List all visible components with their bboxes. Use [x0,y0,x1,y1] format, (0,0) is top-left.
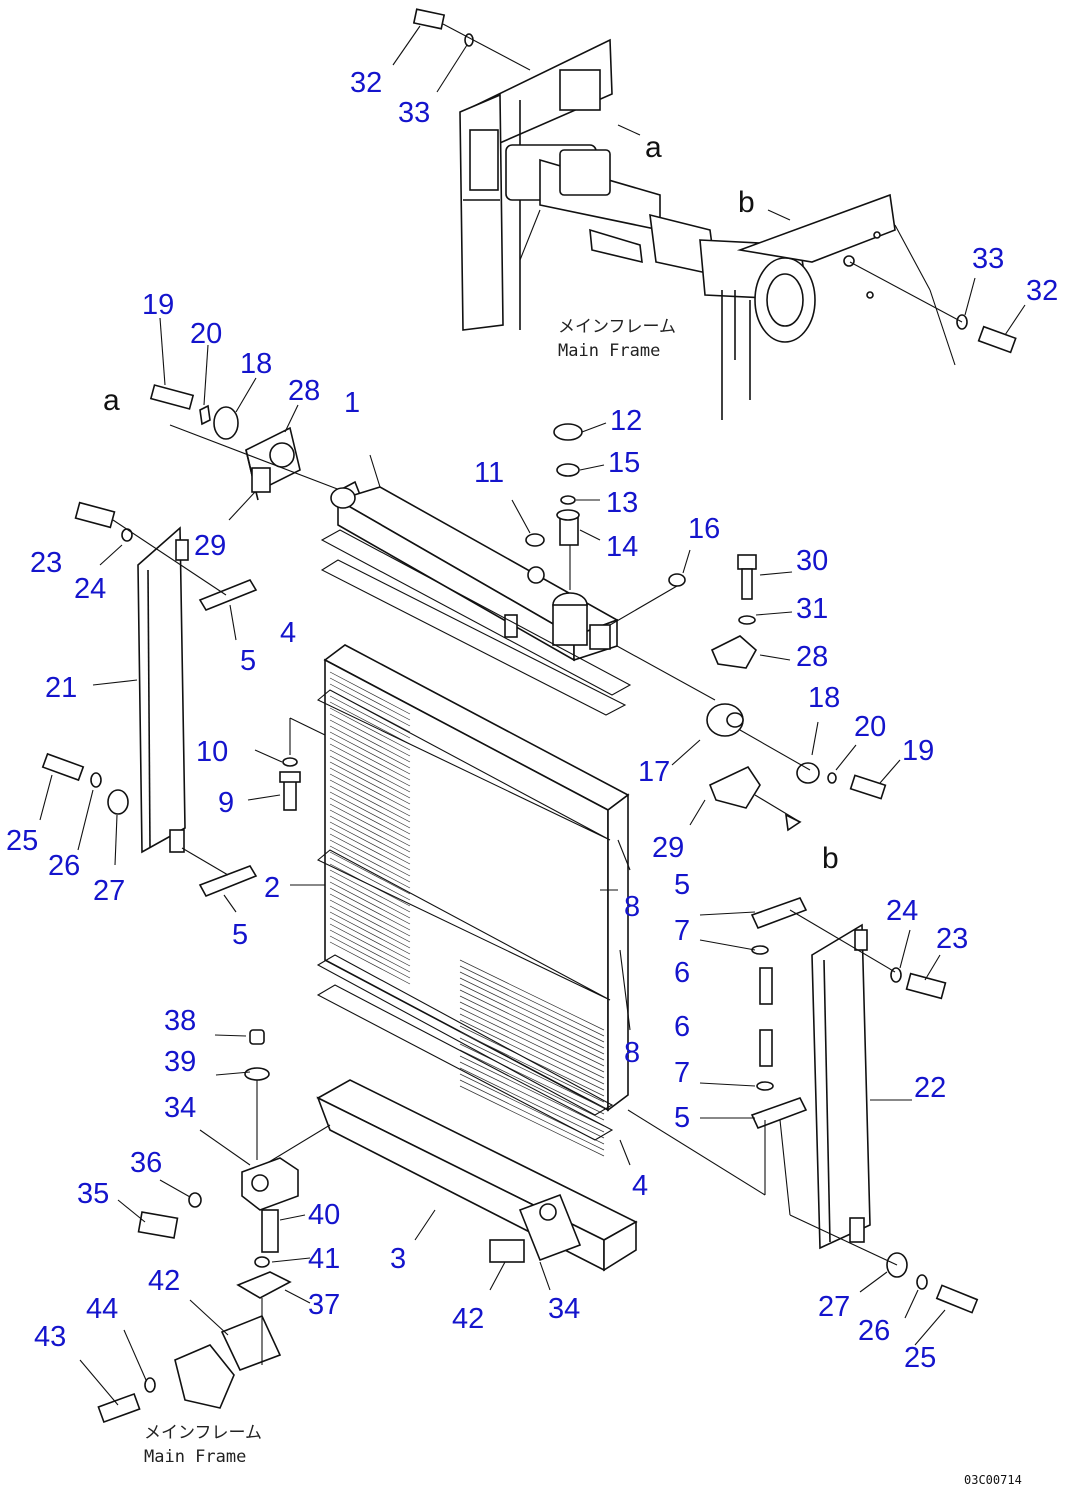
main-frame-top-jp: メインフレーム [558,317,676,337]
main-frame-top-assembly [459,38,956,420]
label-29-left: 29 [194,530,226,562]
letter-a-top: a [645,131,662,164]
label-40: 40 [308,1199,340,1231]
label-28-left: 28 [288,375,320,407]
label-23-left: 23 [30,547,62,579]
label-19-right: 19 [902,735,934,767]
letter-b-right: b [822,842,839,875]
label-18-left: 18 [240,348,272,380]
label-37: 37 [308,1289,340,1321]
label-26-left: 26 [48,850,80,882]
label-30: 30 [796,545,828,577]
label-44: 44 [86,1293,118,1325]
label-15: 15 [608,447,640,479]
label-4-upper: 4 [280,617,296,649]
label-24-left: 24 [74,573,106,605]
label-31: 31 [796,593,828,625]
label-1: 1 [344,387,360,419]
label-43: 43 [34,1321,66,1353]
label-19-left: 19 [142,289,174,321]
label-18-right: 18 [808,682,840,714]
label-8-upper: 8 [624,891,640,923]
letter-b-top: b [738,186,755,219]
label-27-left: 27 [93,875,125,907]
label-3: 3 [390,1243,406,1275]
label-33-top: 33 [398,97,430,129]
label-41: 41 [308,1243,340,1275]
label-17: 17 [638,756,670,788]
label-7-upper: 7 [674,915,690,947]
label-35: 35 [77,1178,109,1210]
main-frame-notes: メインフレーム Main Frame メインフレーム Main Frame [144,317,676,1467]
upper-tank [320,454,716,716]
label-20-right: 20 [854,711,886,743]
drain-plug [247,718,301,811]
radiator-core [289,644,631,1157]
label-26-right: 26 [858,1315,890,1347]
label-34-right: 34 [548,1293,580,1325]
label-5-lower-right: 5 [674,1102,690,1134]
label-38: 38 [164,1005,196,1037]
label-6-lower: 6 [674,1011,690,1043]
lower-tank [263,1079,638,1291]
reference-letters: a b a b [103,131,839,875]
label-4-lower: 4 [632,1170,648,1202]
label-5-upper-left: 5 [240,645,256,677]
top-bolts [392,8,1026,354]
label-13: 13 [606,487,638,519]
label-10: 10 [196,736,228,768]
label-21: 21 [45,672,77,704]
label-42-right: 42 [452,1303,484,1335]
label-42-left: 42 [148,1265,180,1297]
letter-a-left: a [103,384,120,417]
label-16: 16 [688,513,720,545]
main-frame-bottom-jp: メインフレーム [144,1423,262,1443]
main-frame-bottom-en: Main Frame [144,1447,246,1467]
lower-mount-assembly [79,1029,311,1424]
label-11: 11 [474,457,504,489]
label-28-right: 28 [796,641,828,673]
label-6-upper: 6 [674,957,690,989]
label-7-lower: 7 [674,1057,690,1089]
label-25-right: 25 [904,1342,936,1374]
main-frame-top-en: Main Frame [558,341,660,361]
drawing-code: 03C00714 [964,1473,1022,1487]
label-25-left: 25 [6,825,38,857]
label-23-right: 23 [936,923,968,955]
label-20-left: 20 [190,318,222,350]
right-side-plate [627,897,979,1346]
label-32-right: 32 [1026,275,1058,307]
label-8-lower: 8 [624,1037,640,1069]
label-32-top: 32 [350,67,382,99]
label-34-left: 34 [164,1092,196,1124]
filler-cap-parts [511,422,691,626]
label-29-right: 29 [652,832,684,864]
label-39: 39 [164,1046,196,1078]
label-33-right: 33 [972,243,1004,275]
label-9: 9 [218,787,234,819]
label-5-upper-right: 5 [674,869,690,901]
part-labels: 32 33 33 32 19 20 18 28 1 29 23 24 5 4 2… [6,67,1058,1374]
label-22: 22 [914,1072,946,1104]
label-24-right: 24 [886,895,918,927]
label-2: 2 [264,872,280,904]
right-bracket-assembly [671,554,901,832]
label-14: 14 [606,531,638,563]
label-12: 12 [610,405,642,437]
label-27-right: 27 [818,1291,850,1323]
label-36: 36 [130,1147,162,1179]
left-side-plate [39,501,258,913]
label-5-lower-left: 5 [232,919,248,951]
